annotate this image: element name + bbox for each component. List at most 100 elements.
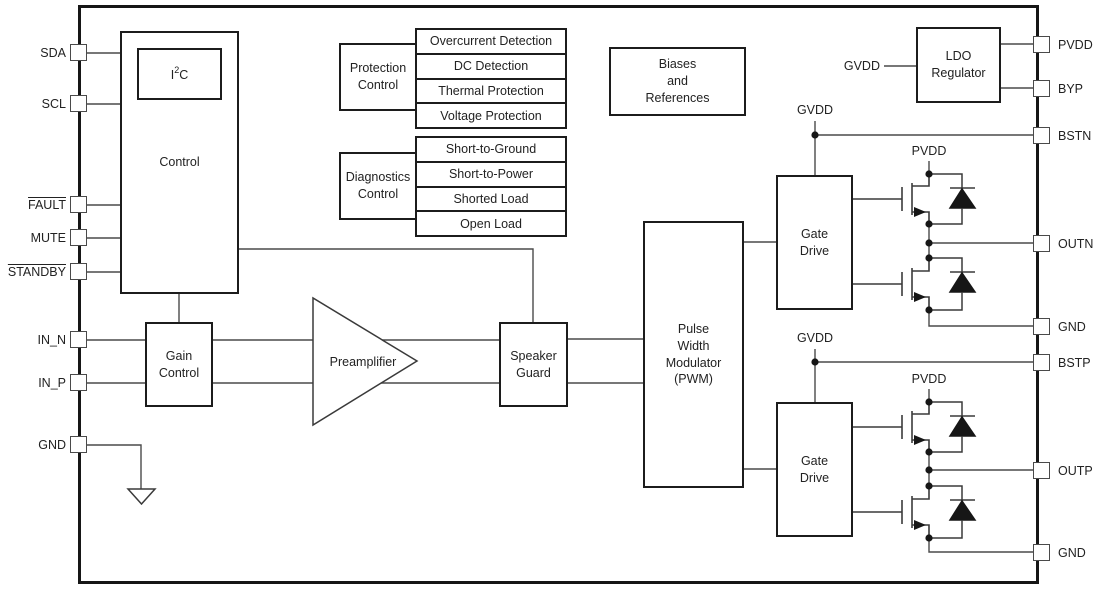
diode-branch (929, 401, 963, 417)
gate-drive-n-label: Gate Drive (799, 226, 830, 258)
biases-references-label: Biases and References (645, 57, 710, 105)
protection-item-voltage: Voltage Protection (417, 102, 565, 127)
wire-gnd-n (928, 310, 1034, 327)
gvdd-net-label-p: GVDD (796, 331, 834, 345)
protection-control-block: Protection Control (339, 43, 417, 111)
pin-scl (70, 95, 87, 112)
chip-boundary (78, 5, 1039, 584)
body-diode-high-p (929, 401, 977, 453)
pin-sda (70, 44, 87, 61)
wire-gnd-p (928, 538, 1034, 553)
pin-pvdd (1033, 36, 1050, 53)
pin-bstp (1033, 354, 1050, 371)
gnd-input (87, 444, 157, 506)
pin-in-p (70, 374, 87, 391)
speaker-guard-label: Speaker Guard (510, 348, 557, 380)
pin-mute (70, 229, 87, 246)
pin-bstn (1033, 127, 1050, 144)
ldo-regulator-block: LDO Regulator (916, 27, 1001, 103)
pin-label-in-n: IN_N (37, 333, 66, 347)
nmos-low-n (853, 258, 930, 310)
speaker-guard-block: Speaker Guard (499, 322, 568, 407)
nmos-high-n (853, 174, 930, 224)
pin-gnd-left (70, 436, 87, 453)
drain-lead (912, 258, 930, 272)
pin-fault (70, 196, 87, 213)
nmos-low-p (853, 486, 930, 538)
pin-standby (70, 263, 87, 280)
pin-label-byp: BYP (1058, 82, 1084, 96)
diode-branch (929, 520, 963, 539)
junction-dots-n (811, 131, 933, 314)
protection-list: Overcurrent Detection DC Detection Therm… (415, 28, 567, 129)
pwm-block: Pulse Width Modulator (PWM) (643, 221, 744, 488)
pin-label-standby: STANDBY (7, 265, 66, 279)
biases-references-block: Biases and References (609, 47, 746, 116)
pin-label-mute: MUTE (30, 231, 66, 245)
drain-lead (912, 486, 930, 500)
pwm-label: Pulse Width Modulator (PWM) (665, 321, 722, 387)
diode-branch (929, 485, 963, 501)
pvdd-net-label-p: PVDD (911, 372, 947, 386)
pin-label-gnd-n: GND (1058, 320, 1086, 334)
pin-label-gnd-p: GND (1058, 546, 1086, 560)
pin-label-bstp: BSTP (1058, 356, 1091, 370)
pin-label-outn: OUTN (1058, 237, 1094, 251)
preamplifier-triangle (312, 296, 419, 427)
half-bridge-n (811, 121, 1034, 327)
pin-outn (1033, 235, 1050, 252)
wire-control-to-speaker-guard (239, 248, 534, 322)
protection-item-thermal: Thermal Protection (417, 77, 565, 103)
diode-branch (929, 208, 963, 225)
pin-label-fault: FAULT (28, 198, 66, 212)
pin-outp (1033, 462, 1050, 479)
pin-label-sda: SDA (40, 46, 66, 60)
body-diode-low-p (929, 485, 977, 539)
diagnostics-control-block: Diagnostics Control (339, 152, 417, 220)
pin-label-in-p: IN_P (38, 376, 66, 390)
pin-label-outp: OUTP (1058, 464, 1093, 478)
gate-drive-p-block: Gate Drive (776, 402, 853, 537)
pin-gnd-n (1033, 318, 1050, 335)
diode-branch (929, 257, 963, 273)
pin-label-pvdd: PVDD (1058, 38, 1093, 52)
diagnostics-list: Short-to-Ground Short-to-Power Shorted L… (415, 136, 567, 237)
pvdd-net-label-n: PVDD (911, 144, 947, 158)
diode-branch (929, 173, 963, 189)
nmos-high-p (853, 402, 930, 452)
gate-drive-n-block: Gate Drive (776, 175, 853, 310)
wire-gnd-in (87, 444, 142, 489)
pin-gnd-p (1033, 544, 1050, 561)
protection-item-dc: DC Detection (417, 52, 565, 78)
diagnostics-control-label: Diagnostics Control (345, 170, 411, 201)
diagnostics-item-open-load: Open Load (417, 210, 565, 235)
junction-dots-p (811, 358, 933, 542)
diagnostics-item-shorted-load: Shorted Load (417, 185, 565, 211)
gate-drive-p-label: Gate Drive (799, 453, 830, 485)
diode-branch (929, 436, 963, 453)
source-arrow (914, 207, 926, 217)
gain-control-label: Gain Control (158, 348, 200, 380)
body-diode-low-n (929, 257, 977, 311)
preamplifier-label: Preamplifier (329, 355, 397, 369)
ldo-regulator-label: LDO Regulator (931, 49, 986, 80)
half-bridge-p (811, 349, 1034, 553)
body-diode-high-n (929, 173, 977, 225)
gain-control-block: Gain Control (145, 322, 213, 407)
diode-branch (929, 292, 963, 311)
protection-control-label: Protection Control (349, 61, 407, 92)
diagnostics-item-short-to-ground: Short-to-Ground (445, 142, 537, 157)
diagnostics-item-short-to-power: Short-to-Power (417, 160, 565, 186)
protection-item-overcurrent: Overcurrent Detection (429, 34, 553, 49)
i2c-block: I2C (137, 48, 222, 100)
drain-lead (912, 174, 930, 187)
source-arrow (914, 292, 926, 302)
source-arrow (914, 520, 926, 530)
ground-symbol (126, 488, 157, 506)
source-arrow (914, 435, 926, 445)
gvdd-net-label-ldo: GVDD (843, 59, 880, 73)
control-label: Control (159, 155, 200, 170)
i2c-label: I2C (170, 65, 189, 83)
